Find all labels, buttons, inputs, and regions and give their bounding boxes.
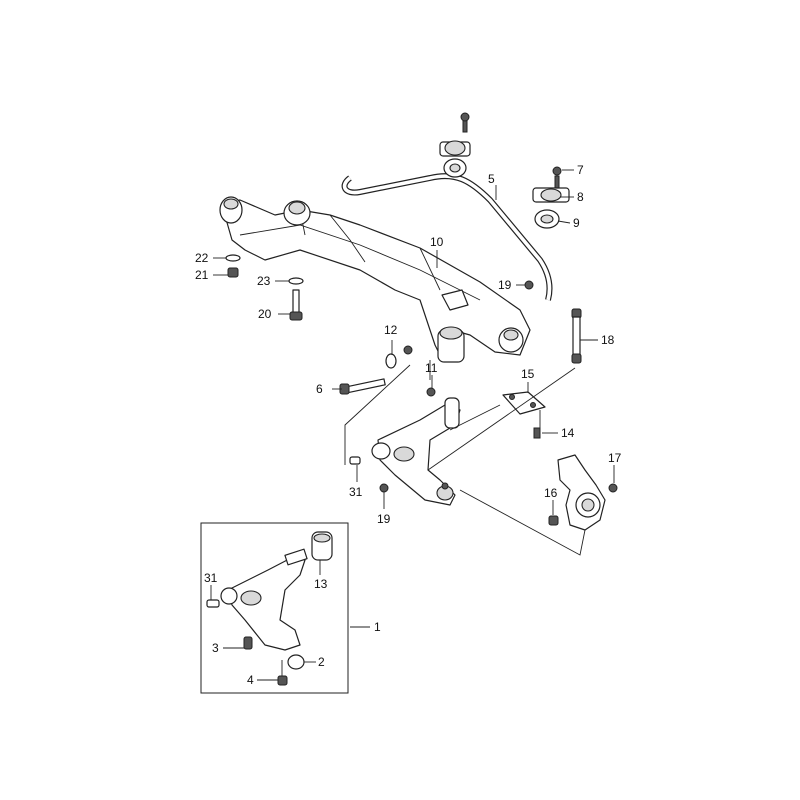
washer-12-icon — [385, 353, 397, 369]
callout-12: 12 — [384, 323, 398, 337]
bolt-20-icon — [292, 289, 300, 315]
callout-15: 15 — [521, 367, 535, 381]
callout-13: 13 — [314, 577, 328, 591]
callout-1: 1 — [374, 620, 381, 634]
bolt-16-icon — [548, 515, 559, 526]
lower-arm-assembly — [206, 531, 333, 686]
callout-5: 5 — [488, 172, 495, 186]
bolt-14-icon — [533, 427, 541, 439]
callout-20: 20 — [258, 307, 272, 321]
bolt-6-icon — [344, 378, 386, 394]
callout-22: 22 — [195, 251, 209, 265]
washer-22-icon — [225, 254, 241, 262]
callout-31-arm: 31 — [349, 485, 363, 499]
nut-21-icon — [227, 267, 239, 278]
callout-10: 10 — [430, 235, 444, 249]
callout-14: 14 — [561, 426, 575, 440]
callout-numbers: 1 2 3 4 5 6 7 8 9 10 11 12 13 14 15 16 1… — [195, 163, 622, 687]
stabilizer-link — [524, 280, 582, 364]
callout-18: 18 — [601, 333, 615, 347]
callout-9: 9 — [573, 216, 580, 230]
steering-knuckle — [548, 454, 618, 531]
bolt-7-icon — [552, 166, 562, 176]
crossmember-hardware — [225, 254, 304, 321]
callout-8: 8 — [577, 190, 584, 204]
arm-assembly-frame — [200, 522, 349, 694]
nut-17-icon — [608, 483, 618, 493]
assembly-lines — [344, 360, 586, 556]
callout-21: 21 — [195, 268, 209, 282]
callout-3: 3 — [212, 641, 219, 655]
callout-2: 2 — [318, 655, 325, 669]
bracket-15 — [502, 391, 546, 439]
lower-control-arm — [349, 397, 461, 506]
callout-4: 4 — [247, 673, 254, 687]
callout-19-arm: 19 — [377, 512, 391, 526]
callout-11: 11 — [425, 361, 438, 375]
callout-6: 6 — [316, 382, 323, 396]
nut-19-icon — [524, 280, 534, 290]
crossmember — [219, 196, 531, 363]
callout-31-assembly: 31 — [204, 571, 218, 585]
callout-23: 23 — [257, 274, 271, 288]
callout-19-link: 19 — [498, 278, 512, 292]
leader-lines — [210, 169, 615, 681]
stabilizer-bracket-right — [532, 166, 570, 229]
nut-11-icon — [426, 387, 436, 397]
callout-16: 16 — [544, 486, 558, 500]
stabilizer-bar — [341, 173, 553, 301]
pivot-bolt-hardware — [339, 353, 436, 397]
callout-7: 7 — [577, 163, 584, 177]
stabilizer-bracket-left — [439, 112, 471, 178]
washer-23-icon — [288, 277, 304, 285]
callout-17: 17 — [608, 451, 622, 465]
